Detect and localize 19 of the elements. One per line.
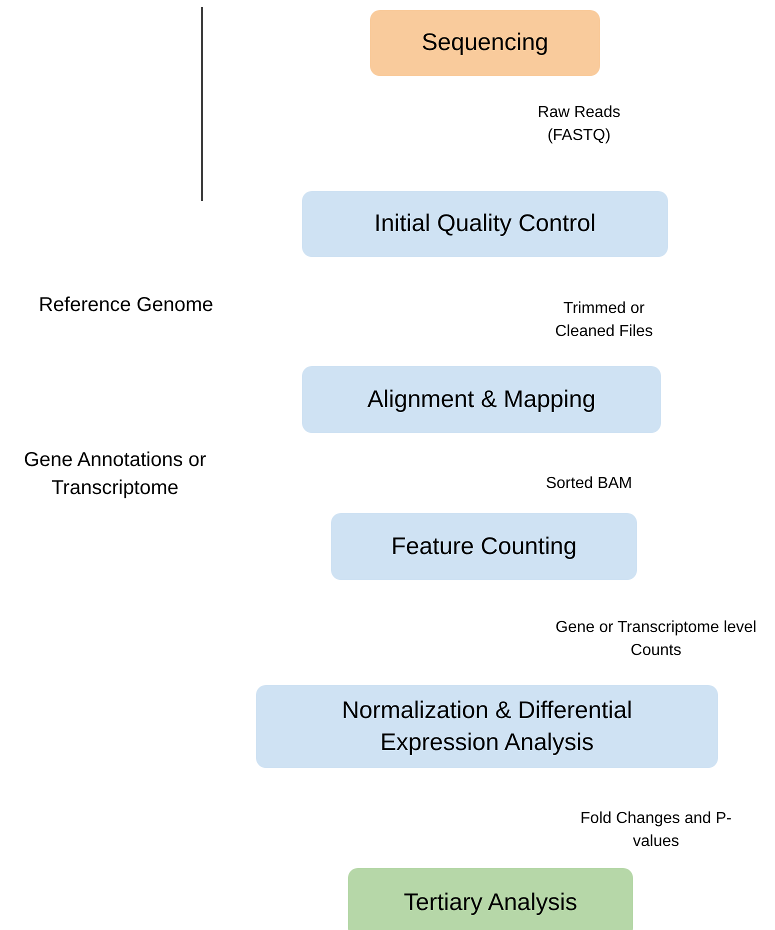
process-box <box>370 10 600 76</box>
data-label: Trimmed or Cleaned Files <box>554 299 654 342</box>
process-box <box>348 868 633 930</box>
step-label: Sequencing <box>422 28 548 58</box>
process-box <box>302 366 661 433</box>
step-label: Initial Quality Control <box>374 209 596 239</box>
step-label: Tertiary Analysis <box>404 888 578 918</box>
data-label: Gene Annotations or Transcriptome <box>22 448 208 501</box>
data-label: Fold Changes and P-values <box>579 809 733 852</box>
data-label: Sorted BAM <box>546 474 632 494</box>
data-label: Reference Genome <box>38 293 214 318</box>
data-label: Raw Reads (FASTQ) <box>536 103 622 146</box>
process-box <box>256 685 718 768</box>
step-label: Normalization & Differential Expression Analysis <box>340 696 634 758</box>
step-label: Alignment & Mapping <box>367 384 596 414</box>
process-box <box>331 513 637 580</box>
data-label: Gene or Transcriptome level Counts <box>554 618 758 661</box>
process-box <box>302 191 668 257</box>
step-label: Feature Counting <box>391 532 577 562</box>
